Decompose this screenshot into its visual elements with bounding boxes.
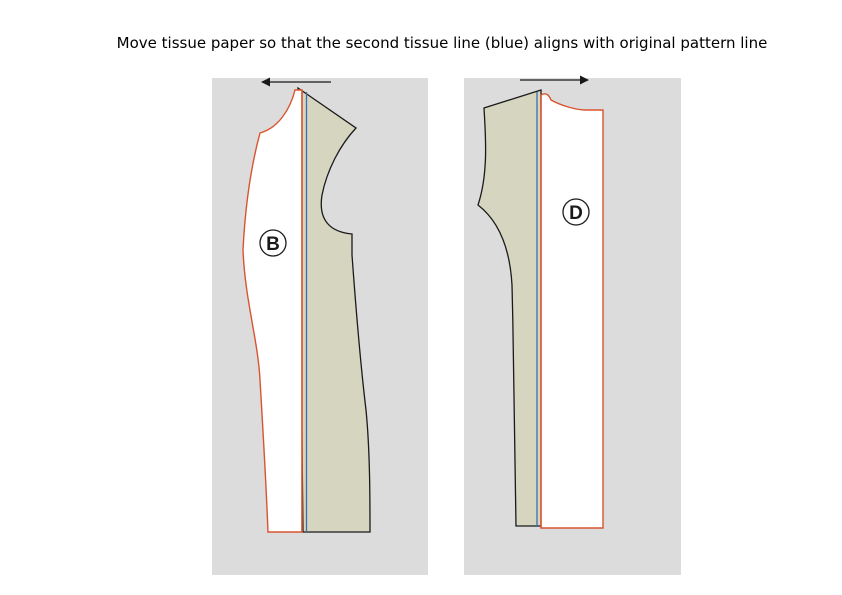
label-b: B [266,234,280,255]
instruction-caption: Move tissue paper so that the second tis… [116,34,768,52]
piece-d: D [477,75,604,529]
tissue-paper-d [477,89,544,527]
tissue-paper-b [297,86,371,533]
label-d: D [569,203,583,224]
pattern-piece-d [540,93,604,529]
piece-b: B [242,77,371,533]
pattern-piece-b [242,89,303,533]
label-circle-d [562,198,590,226]
label-circle-b [259,229,287,257]
